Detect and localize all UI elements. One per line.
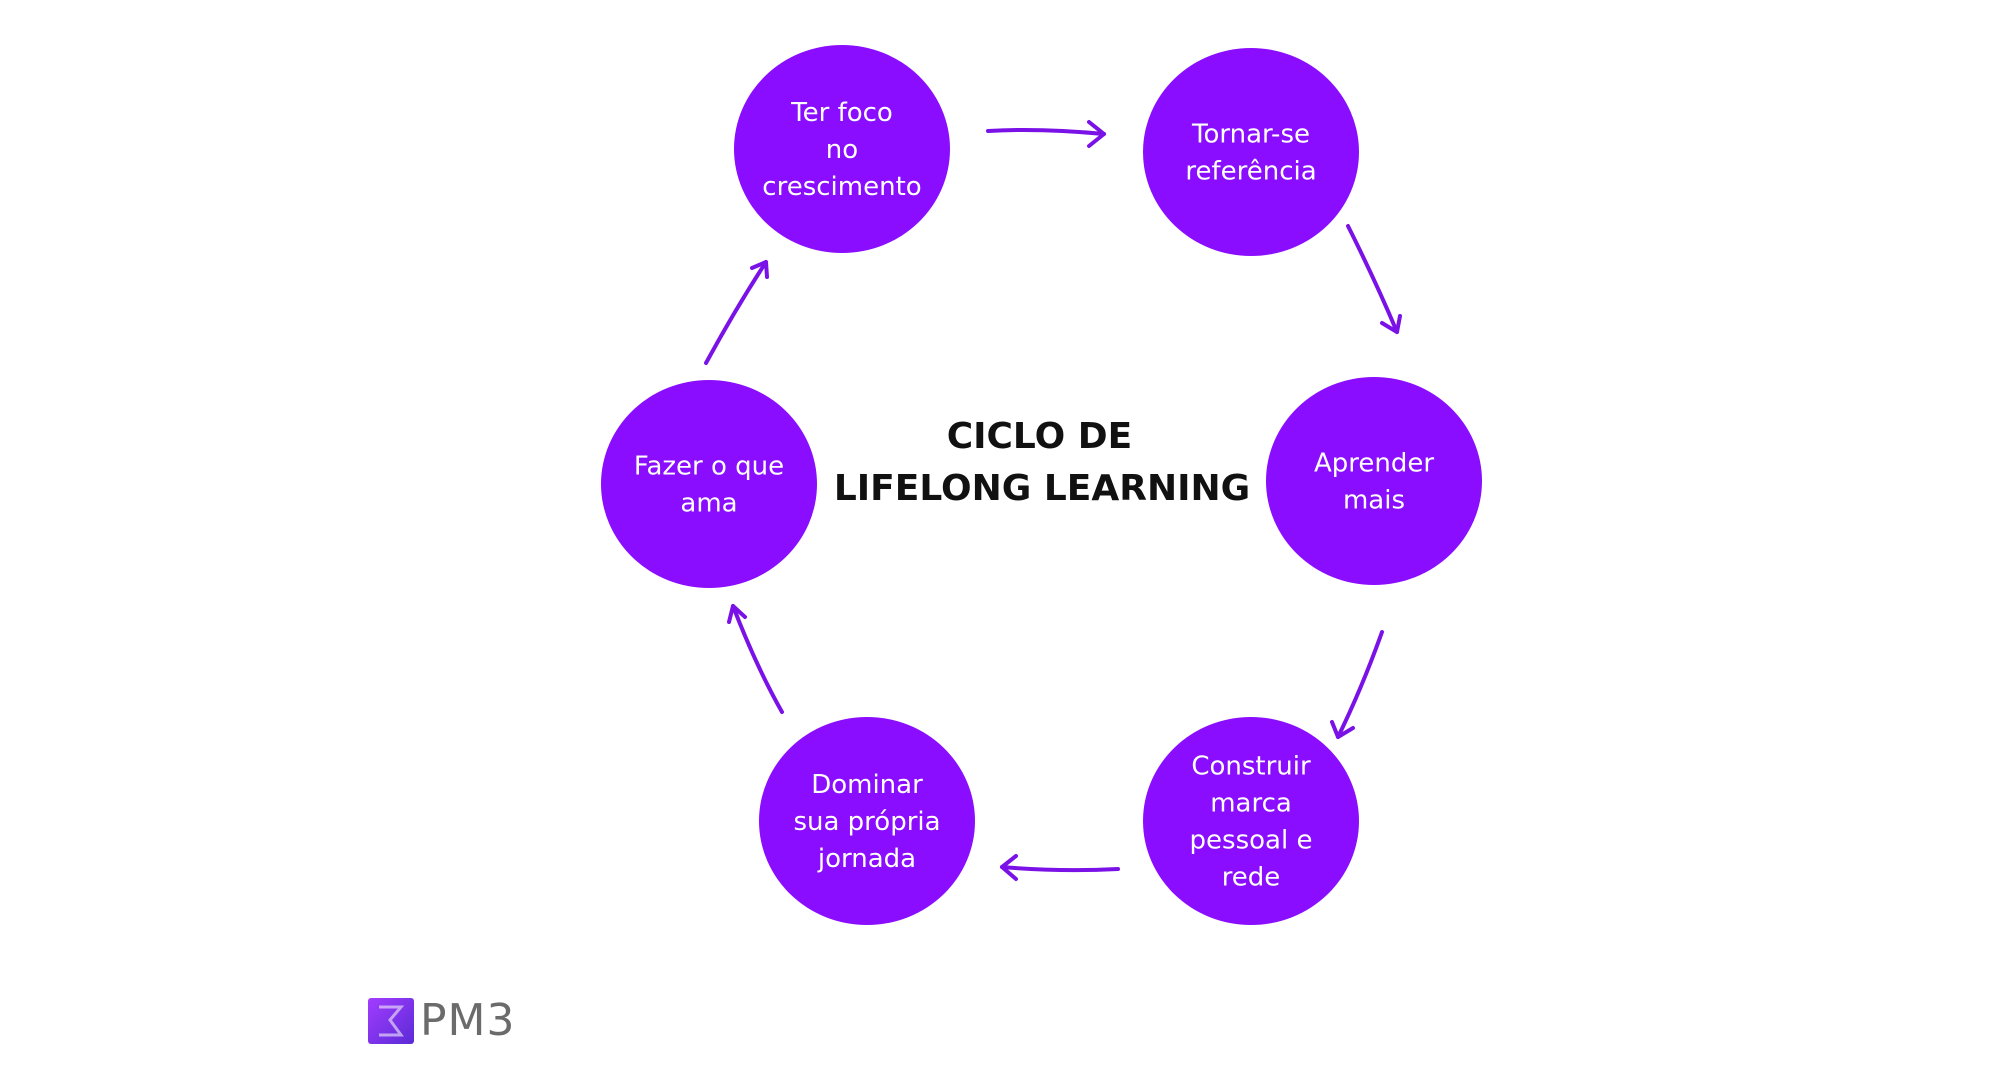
diagram-title-line-1: CICLO DE	[947, 416, 1133, 457]
arrow-construir-marca-to-dominar-jornada	[1000, 854, 1120, 881]
node-label: Construir marca pessoal e rede	[1190, 752, 1313, 893]
node-label-line: Ter foco	[790, 98, 893, 128]
arrow-fazer-o-que-ama-to-ter-foco	[704, 260, 769, 365]
arrowhead-icon	[750, 260, 769, 279]
node-label: Aprender mais	[1314, 449, 1434, 516]
node-label: Ter foco no crescimento	[762, 98, 921, 202]
node-tornar-se-referencia: Tornar-se referência	[1143, 48, 1359, 256]
arrow-tornar-se-referencia-to-aprender-mais	[1346, 224, 1402, 334]
node-circle	[601, 380, 817, 588]
diagram-title-line-2: LIFELONG LEARNING	[834, 468, 1250, 509]
arrow-dominar-jornada-to-fazer-o-que-ama	[727, 604, 784, 714]
node-circle	[1143, 717, 1359, 925]
arrow-shaft	[986, 128, 1106, 136]
node-label-line: crescimento	[762, 172, 921, 202]
node-label: Tornar-se referência	[1185, 120, 1316, 187]
node-label-line: ama	[680, 489, 737, 519]
arrow-ter-foco-to-tornar-se-referencia	[986, 120, 1106, 148]
nodes-layer: Ter foco no crescimento Tornar-se referência…	[601, 45, 1482, 925]
arrowhead-icon	[1087, 120, 1106, 148]
node-label-line: referência	[1185, 157, 1316, 187]
pm3-logo-text: PM3	[420, 995, 516, 1046]
node-construir-marca: Construir marca pessoal e rede	[1143, 717, 1359, 925]
node-circle	[1266, 377, 1482, 585]
node-aprender-mais: Aprender mais	[1266, 377, 1482, 585]
node-label-line: marca	[1210, 789, 1292, 819]
node-circle	[759, 717, 975, 925]
arrowhead-icon	[727, 604, 747, 624]
arrow-aprender-mais-to-construir-marca	[1330, 630, 1384, 739]
arrowhead-icon	[1380, 314, 1402, 334]
arrowhead-icon	[1000, 854, 1018, 881]
node-circle	[734, 45, 950, 253]
arrow-shaft	[731, 604, 784, 714]
node-label-line: jornada	[817, 844, 916, 874]
node-ter-foco: Ter foco no crescimento	[734, 45, 950, 253]
node-label-line: rede	[1222, 863, 1281, 893]
node-label: Fazer o que ama	[634, 452, 784, 519]
node-label-line: Dominar	[811, 770, 923, 800]
node-label-line: sua própria	[793, 807, 940, 837]
pm3-logo: PM3	[368, 996, 516, 1046]
arrow-shaft	[704, 260, 768, 365]
node-label-line: mais	[1343, 486, 1405, 516]
arrow-shaft	[1346, 224, 1399, 334]
node-label-line: Aprender	[1314, 449, 1434, 479]
node-dominar-jornada: Dominar sua própria jornada	[759, 717, 975, 925]
node-label: Dominar sua própria jornada	[793, 770, 940, 874]
arrow-shaft	[1000, 865, 1120, 873]
node-label-line: Construir	[1191, 752, 1311, 782]
arrows-layer	[704, 120, 1402, 881]
arrowhead-icon	[1330, 720, 1355, 739]
node-label-line: pessoal e	[1190, 826, 1313, 856]
node-fazer-o-que-ama: Fazer o que ama	[601, 380, 817, 588]
node-label-line: no	[826, 135, 858, 165]
node-circle	[1143, 48, 1359, 256]
diagram-title: CICLO DE LIFELONG LEARNING	[834, 416, 1250, 509]
pm3-logo-mark-icon	[368, 998, 414, 1044]
node-label-line: Fazer o que	[634, 452, 784, 482]
arrow-shaft	[1336, 630, 1384, 739]
node-label-line: Tornar-se	[1191, 120, 1310, 150]
